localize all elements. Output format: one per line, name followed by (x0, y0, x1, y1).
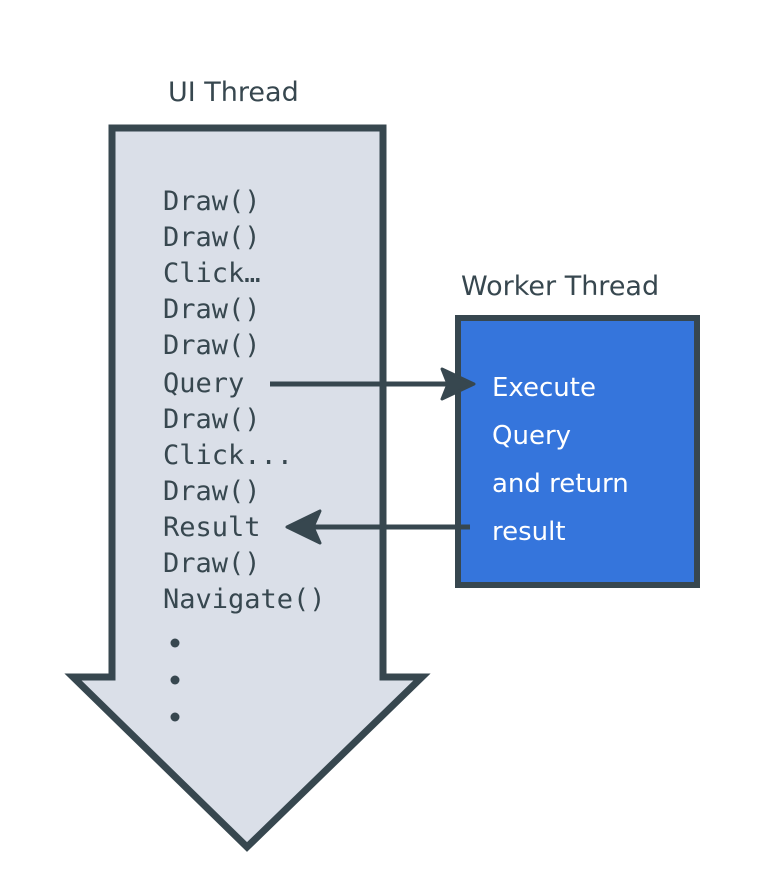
ui-thread-line-0: Draw() (163, 186, 261, 217)
ui-thread-line-9: Result (163, 512, 261, 543)
ui-thread-line-7: Click... (163, 440, 293, 471)
continuation-dot-3 (170, 712, 180, 722)
ui-thread-line-6: Draw() (163, 404, 261, 435)
worker-thread-title: Worker Thread (461, 271, 659, 302)
ui-thread-arrow-shape (64, 124, 431, 852)
ui-thread-line-1: Draw() (163, 222, 261, 253)
continuation-dot-2 (170, 675, 180, 685)
ui-thread-title: UI Thread (168, 77, 299, 108)
ui-thread-line-4: Draw() (163, 330, 261, 361)
ui-thread-line-3: Draw() (163, 294, 261, 325)
worker-thread-line-1: Query (492, 421, 571, 451)
worker-thread-line-0: Execute (492, 373, 596, 403)
worker-thread-box (455, 315, 700, 588)
ui-thread-line-5: Query (163, 368, 244, 399)
ui-thread-line-8: Draw() (163, 476, 261, 507)
worker-thread-line-2: and return (492, 469, 629, 499)
ui-thread-line-10: Draw() (163, 548, 261, 579)
result-connector-arrowhead (285, 509, 322, 545)
ui-thread-line-2: Click… (163, 258, 261, 289)
query-connector (270, 367, 476, 401)
query-connector-arrowhead (440, 367, 476, 401)
ui-thread-arrow-path (64, 124, 431, 852)
worker-thread-line-3: result (492, 517, 566, 547)
continuation-dot-1 (170, 638, 180, 648)
ui-thread-line-11: Navigate() (163, 584, 326, 615)
result-connector (285, 509, 470, 545)
